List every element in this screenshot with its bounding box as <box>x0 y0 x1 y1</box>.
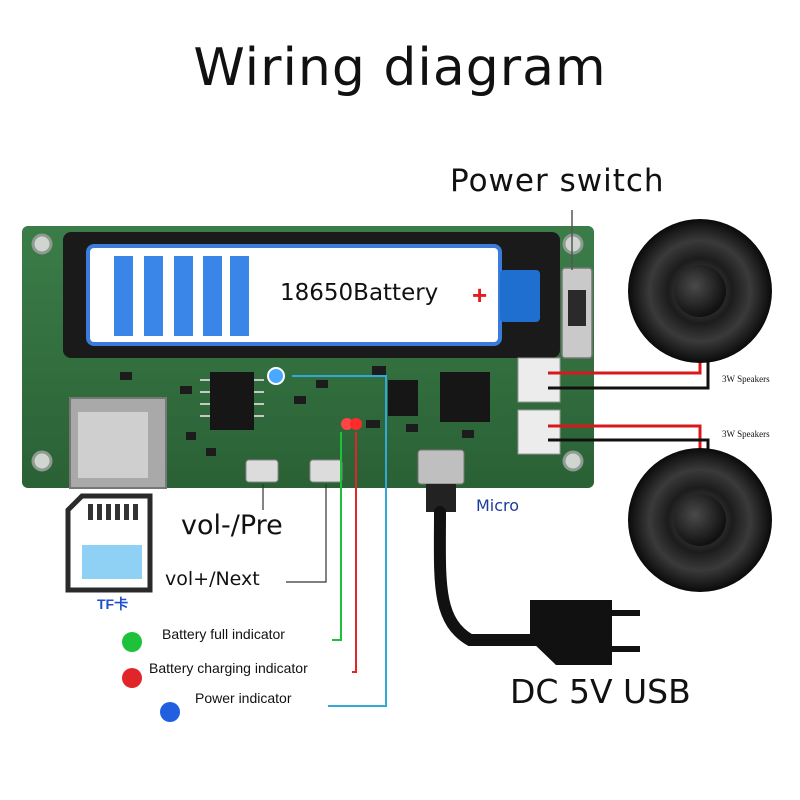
indicator-leaders <box>292 375 387 707</box>
button-leaders <box>262 484 327 583</box>
battery-full-indicator-icon <box>122 632 142 652</box>
power-indicator-label: Power indicator <box>195 690 292 706</box>
speaker-wires <box>548 360 710 455</box>
micro-label: Micro <box>476 496 520 515</box>
power-indicator-icon <box>160 702 180 722</box>
speaker-bottom-label: 3W Speakers <box>722 429 770 439</box>
usb-power-adapter <box>530 600 640 665</box>
battery-label: 18650Battery <box>280 280 439 306</box>
battery-full-indicator-label: Battery full indicator <box>162 626 285 642</box>
mounting-holes <box>31 233 584 472</box>
battery-plus-sign: + <box>472 280 488 310</box>
vol-plus-button-pcb <box>309 459 343 483</box>
vol-minus-button-pcb <box>245 459 279 483</box>
power-switch-label: Power switch <box>450 163 665 199</box>
diagram-title: Wiring diagram <box>193 38 607 98</box>
usb-cable <box>426 484 546 646</box>
battery-charging-indicator-label: Battery charging indicator <box>149 660 308 676</box>
speaker-top <box>628 219 772 363</box>
dc-usb-label: DC 5V USB <box>510 672 691 711</box>
blue-led <box>267 367 285 385</box>
battery-level-bars <box>114 256 249 336</box>
vol-next-label: vol+/Next <box>165 568 260 590</box>
battery-charging-indicator-icon <box>122 668 142 688</box>
speaker-bottom <box>628 448 772 592</box>
vol-pre-label: vol-/Pre <box>181 510 283 541</box>
speaker-connector-top <box>517 357 561 403</box>
tf-card-icon <box>65 493 153 593</box>
speaker-connector-bottom <box>517 409 561 455</box>
battery-cap <box>500 270 540 322</box>
ic-chips <box>210 372 490 430</box>
tf-card-label: TF卡 <box>97 596 129 612</box>
red-led <box>350 418 362 430</box>
green-led <box>341 418 353 430</box>
speaker-top-label: 3W Speakers <box>722 374 770 384</box>
micro-usb-port <box>417 449 465 485</box>
